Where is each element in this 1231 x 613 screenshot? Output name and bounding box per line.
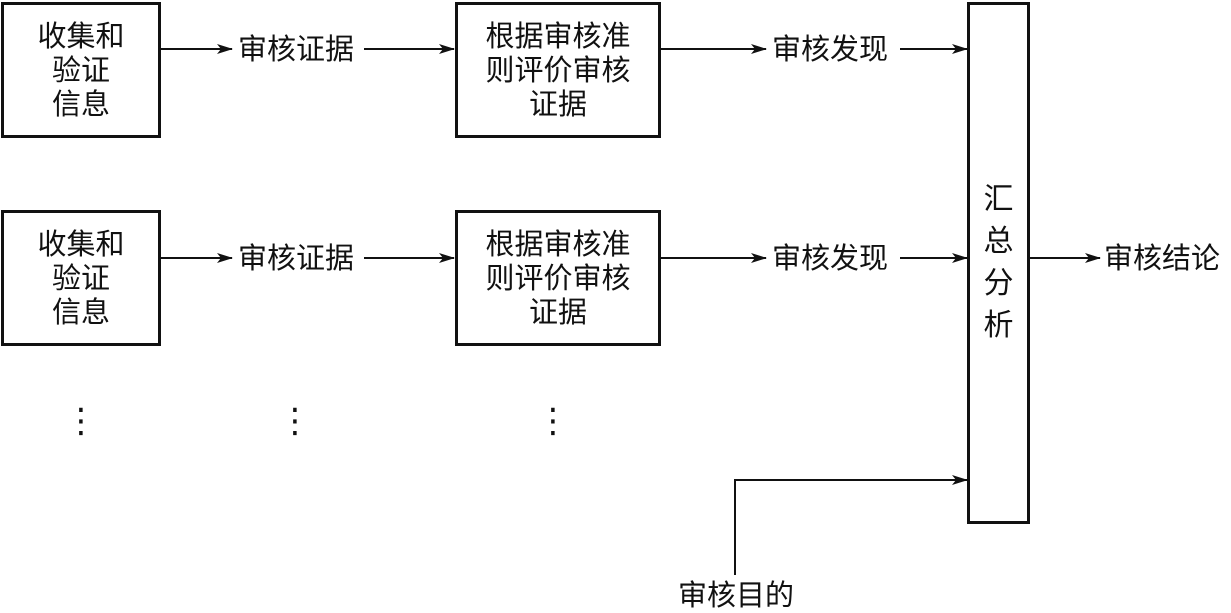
audit-finding-label-row1: 审核发现	[770, 32, 891, 66]
audit-conclusion-label: 审核结论	[1104, 241, 1221, 275]
evaluate-evidence-label: 根据审核准 则评价审核 证据	[485, 19, 631, 121]
arrow-objective-to-summary	[734, 475, 968, 575]
collect-verify-info-box-row2: 收集和 验证 信息	[1, 210, 161, 346]
ellipsis-collect-column: ⋮	[64, 401, 98, 441]
collect-verify-info-box-row1: 收集和 验证 信息	[1, 2, 161, 138]
audit-objective-label: 审核目的	[676, 578, 797, 612]
audit-finding-label-row2: 审核发现	[770, 241, 891, 275]
evaluate-evidence-label: 根据审核准 则评价审核 证据	[485, 227, 631, 329]
summary-analysis-label: 汇 总 分 析	[983, 182, 1014, 343]
ellipsis-evidence-column: ⋮	[278, 401, 312, 441]
ellipsis-evaluate-column: ⋮	[536, 401, 570, 441]
summary-analysis-box: 汇 总 分 析	[967, 2, 1030, 524]
evaluate-evidence-box-row1: 根据审核准 则评价审核 证据	[455, 2, 661, 138]
evaluate-evidence-box-row2: 根据审核准 则评价审核 证据	[455, 210, 661, 346]
collect-verify-info-label: 收集和 验证 信息	[37, 227, 125, 329]
audit-evidence-label-row2: 审核证据	[236, 241, 357, 275]
collect-verify-info-label: 收集和 验证 信息	[37, 19, 125, 121]
audit-evidence-label-row1: 审核证据	[236, 32, 357, 66]
